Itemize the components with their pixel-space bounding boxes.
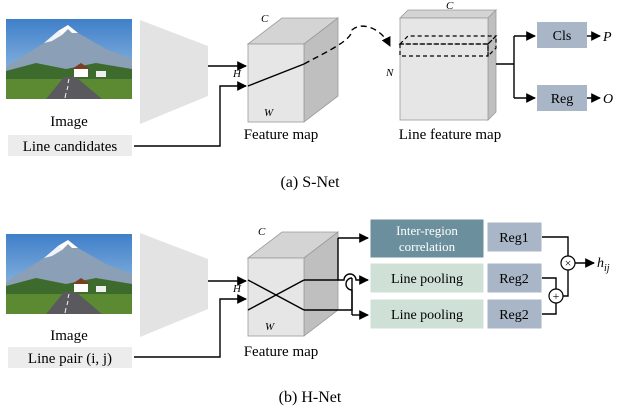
hnet-caption: (b) H-Net xyxy=(279,389,342,406)
hnet-image-thumbnail xyxy=(6,233,132,315)
hnet-feature-map-label: Feature map xyxy=(244,344,319,360)
snet-image-thumbnail xyxy=(6,18,132,100)
snet-dim-c2: C xyxy=(446,0,454,12)
hnet-feature-map-cube xyxy=(246,231,340,337)
snet-output-p: P xyxy=(602,30,612,45)
hnet-dim-c: C xyxy=(258,226,266,238)
hnet-output-h-main: h xyxy=(597,256,604,271)
hnet-line-pooling-label-2: Line pooling xyxy=(391,308,463,323)
hnet-line-pooling-box-2 xyxy=(369,298,485,330)
snet-caption: (a) S-Net xyxy=(280,174,340,191)
snet-line-feature-map-label: Line feature map xyxy=(399,127,501,143)
snet-dim-n: N xyxy=(385,67,394,79)
hnet-line-pooling-box-1 xyxy=(369,262,485,294)
hnet-multiply-node: × xyxy=(560,255,576,271)
hnet-line-pair-box xyxy=(8,347,132,368)
hnet-dim-w: W xyxy=(265,321,275,333)
snet-line-candidates-arrow xyxy=(134,81,247,147)
snet-cls-label: Cls xyxy=(553,29,572,44)
snet-cls-box xyxy=(537,22,587,48)
hnet-reg2-label-b: Reg2 xyxy=(499,308,529,323)
hnet-add-node: + xyxy=(548,288,564,304)
hnet-routing-lines xyxy=(304,233,369,320)
snet-dim-w: W xyxy=(264,107,274,119)
snet-reg-box xyxy=(537,85,587,111)
snet-line-feature-map-cube xyxy=(398,9,498,121)
hnet-reg2-box-b xyxy=(486,298,543,330)
snet-dashed-arrow xyxy=(303,25,391,65)
hnet-inter-region-line1: Inter-region xyxy=(396,223,458,238)
snet-feature-map-cube xyxy=(246,17,340,123)
snet-output-o: O xyxy=(603,92,613,107)
hnet-encoder-trapezoid xyxy=(140,233,208,337)
hnet-dim-h: H xyxy=(232,283,242,295)
snet-image-label: Image xyxy=(50,114,88,130)
snet-reg-label: Reg xyxy=(551,92,574,107)
hnet-line-pooling-label-1: Line pooling xyxy=(391,272,463,287)
hnet-inter-region-box xyxy=(369,218,485,259)
hnet-image-label: Image xyxy=(50,328,88,344)
snet-encoder-trapezoid xyxy=(140,20,208,124)
hnet-line-pair-arrow xyxy=(134,294,247,358)
hnet-reg2-label-a: Reg2 xyxy=(499,272,529,287)
hnet-section: Image Line pair (i, j) C H W Feature map xyxy=(6,218,610,406)
hnet-inter-region-line2: correlation xyxy=(399,239,456,254)
hnet-combine-lines xyxy=(542,236,595,315)
snet-dim-c: C xyxy=(261,13,269,25)
snet-line-candidates-box xyxy=(8,135,132,156)
snet-feature-map-label: Feature map xyxy=(244,127,319,143)
hnet-add-op: + xyxy=(553,289,560,303)
hnet-line-pair-label: Line pair (i, j) xyxy=(28,351,112,367)
hnet-reg1-label: Reg1 xyxy=(499,231,529,246)
snet-section: Image Line candidates C H W Feature map xyxy=(6,0,613,191)
snet-line-candidates-label: Line candidates xyxy=(23,139,118,155)
snet-branch-lines xyxy=(496,36,515,98)
hnet-multiply-op: × xyxy=(565,256,572,270)
hnet-output-h-sub: ij xyxy=(604,263,610,274)
snet-dim-h: H xyxy=(232,68,242,80)
hnet-output-h: hij xyxy=(597,256,610,274)
